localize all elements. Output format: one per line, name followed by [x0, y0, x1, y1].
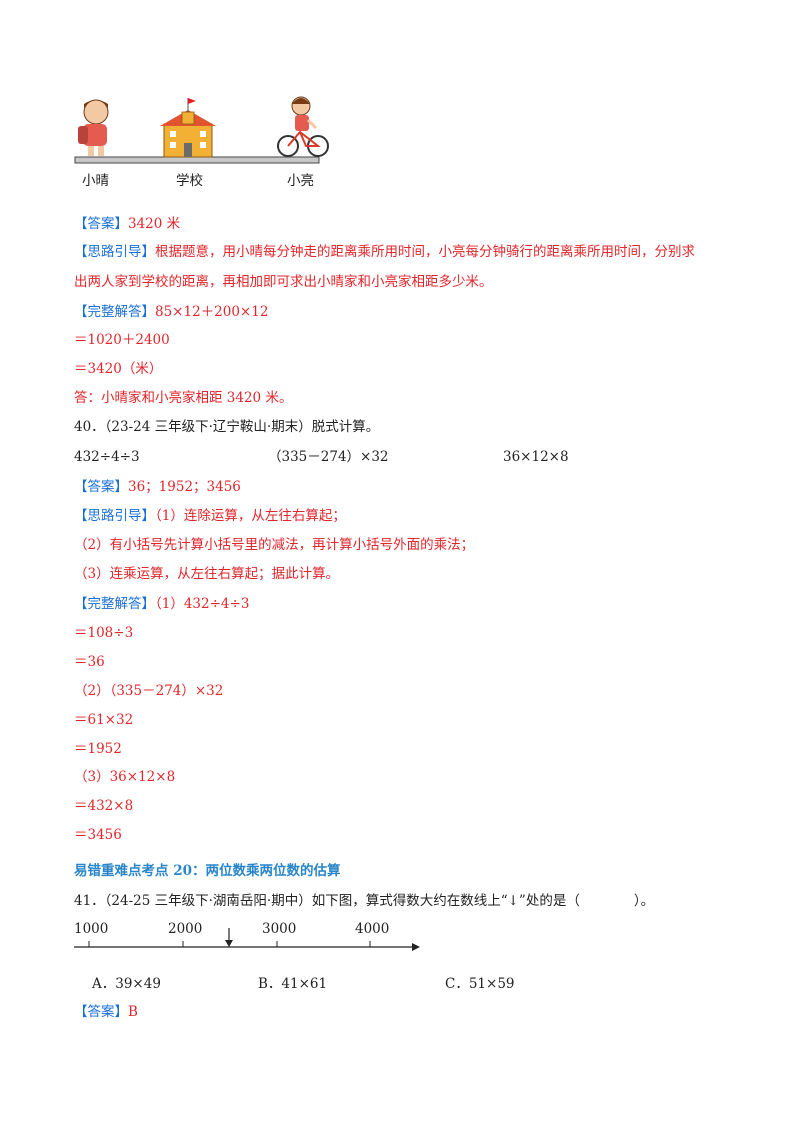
q40-solution-line: ＝61×32	[74, 712, 134, 728]
number-line-arrowhead	[412, 943, 420, 951]
q40-solution-line: ＝108÷3	[74, 625, 134, 641]
q40-hint-1: 【思路引导】（1）连除运算，从左往右算起；	[74, 507, 346, 525]
option-b: B．41×61	[258, 976, 328, 992]
q40-expr-3: 36×12×8	[503, 449, 569, 465]
hint-tag: 【思路引导】	[74, 244, 155, 260]
number-line-label: 1000	[74, 921, 109, 937]
answer-tag: 【答案】	[74, 216, 128, 232]
q40-solution-line: （2）（335－274）×32	[74, 683, 224, 699]
down-arrow-head	[225, 940, 233, 947]
q40-solution-head: 【完整解答】（1）432÷4÷3	[74, 595, 249, 613]
school-icon	[160, 98, 216, 158]
q40-solution-line: ＝1952	[74, 741, 122, 757]
number-line-label: 2000	[168, 921, 203, 937]
hint-tag: 【思路引导】	[74, 508, 155, 524]
q41-stem: 41．（24-25 三年级下·湖南岳阳·期中）如下图，算式得数大约在数线上“↓”…	[74, 893, 655, 909]
q40-solution-line: ＝3456	[74, 827, 122, 843]
q40-expr-1: 432÷4÷3	[74, 449, 140, 465]
q39-hint-2: 出两人家到学校的距离，再相加即可求出小晴家和小亮家相距多少米。	[74, 274, 493, 290]
answer-tag: 【答案】	[74, 479, 128, 495]
q39-conclusion: 答：小晴家和小亮家相距 3420 米。	[74, 390, 293, 406]
q39-solution-3: ＝3420（米）	[74, 361, 163, 377]
hint-text: 根据题意，用小晴每分钟走的距离乘所用时间，小亮每分钟骑行的距离乘所用时间，分别求	[155, 244, 695, 260]
q39-solution-1: 【完整解答】85×12＋200×12	[74, 303, 268, 321]
label-school: 学校	[176, 173, 203, 189]
number-line-label: 3000	[262, 921, 297, 937]
q40-solution-line: （3）36×12×8	[74, 769, 176, 785]
section-title: 易错重难点考点 20：两位数乘两位数的估算	[74, 863, 341, 879]
label-xiaoqing: 小晴	[82, 173, 109, 189]
q39-hint-1: 【思路引导】根据题意，用小晴每分钟走的距离乘所用时间，小亮每分钟骑行的距离乘所用…	[74, 243, 695, 261]
answer-text: B	[128, 1004, 138, 1020]
q40-answer: 【答案】36；1952；3456	[74, 478, 241, 496]
answer-tag: 【答案】	[74, 1004, 128, 1020]
option-a: A．39×49	[92, 976, 161, 992]
q40-solution-line: ＝432×8	[74, 798, 134, 814]
q39-solution-2: ＝1020＋2400	[74, 332, 170, 348]
solution-text: （1）432÷4÷3	[155, 596, 250, 612]
girl-icon	[78, 99, 109, 156]
q40-solution-line: ＝36	[74, 654, 105, 670]
q41-answer: 【答案】B	[74, 1003, 138, 1021]
cyclist-icon	[277, 96, 329, 157]
q39-answer: 【答案】3420 米	[74, 215, 180, 233]
q40-hint-3: （3）连乘运算，从左往右算起；据此计算。	[74, 566, 340, 582]
q40-hint-2: （2）有小括号先计算小括号里的减法，再计算小括号外面的乘法；	[74, 537, 475, 553]
q40-expr-2: （335－274）×32	[268, 449, 389, 465]
answer-text: 3420 米	[128, 216, 181, 232]
solution-tag: 【完整解答】	[74, 596, 155, 612]
route-illustration	[74, 96, 329, 164]
solution-text: 85×12＋200×12	[155, 304, 269, 320]
label-xiaoliang: 小亮	[287, 173, 314, 189]
hint-text: （1）连除运算，从左往右算起；	[155, 508, 346, 524]
q40-stem: 40．（23-24 三年级下·辽宁鞍山·期末）脱式计算。	[74, 419, 380, 435]
number-line-label: 4000	[355, 921, 390, 937]
answer-text: 36；1952；3456	[128, 479, 241, 495]
solution-tag: 【完整解答】	[74, 304, 155, 320]
option-c: C．51×59	[445, 976, 515, 992]
